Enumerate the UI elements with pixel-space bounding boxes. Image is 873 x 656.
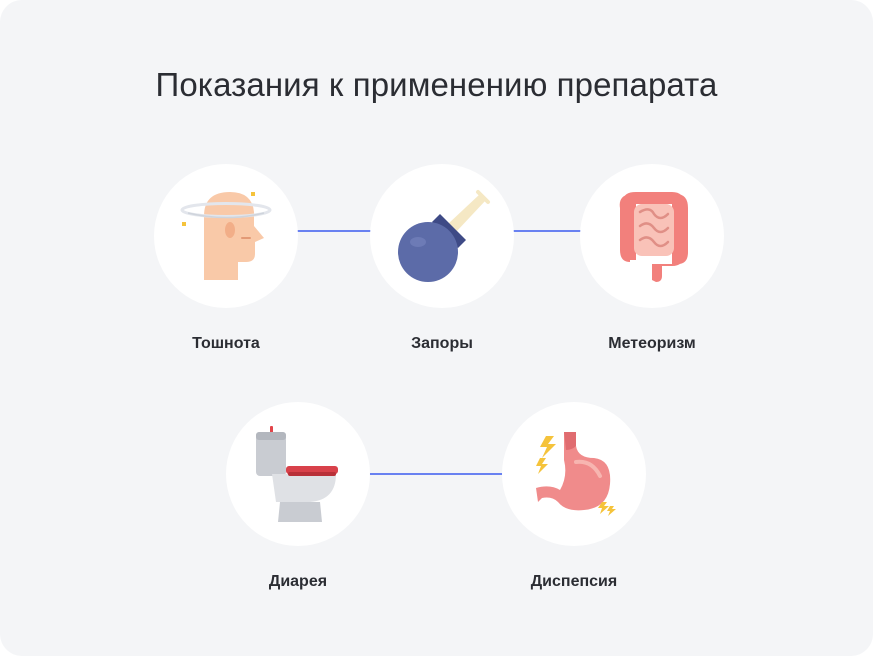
dizzy-head-icon <box>180 192 272 280</box>
label-nausea: Тошнота <box>192 335 260 352</box>
node-dyspepsia <box>502 402 646 546</box>
node-constipation <box>370 164 514 308</box>
toilet-icon <box>256 426 338 522</box>
label-diarrhea: Диарея <box>268 573 328 590</box>
page-title: Показания к применению препарата <box>155 66 718 103</box>
stomach-icon <box>536 432 616 516</box>
label-flatulence: Метеоризм <box>608 335 696 352</box>
connector-diarrhea-dyspepsia <box>360 470 512 478</box>
node-diarrhea <box>226 402 370 546</box>
node-flatulence <box>580 164 724 308</box>
intestines-icon <box>619 192 688 282</box>
node-nausea <box>154 164 298 308</box>
enema-bulb-icon <box>398 190 490 282</box>
label-dyspepsia: Диспепсия <box>530 573 618 590</box>
label-constipation: Запоры <box>411 335 473 352</box>
